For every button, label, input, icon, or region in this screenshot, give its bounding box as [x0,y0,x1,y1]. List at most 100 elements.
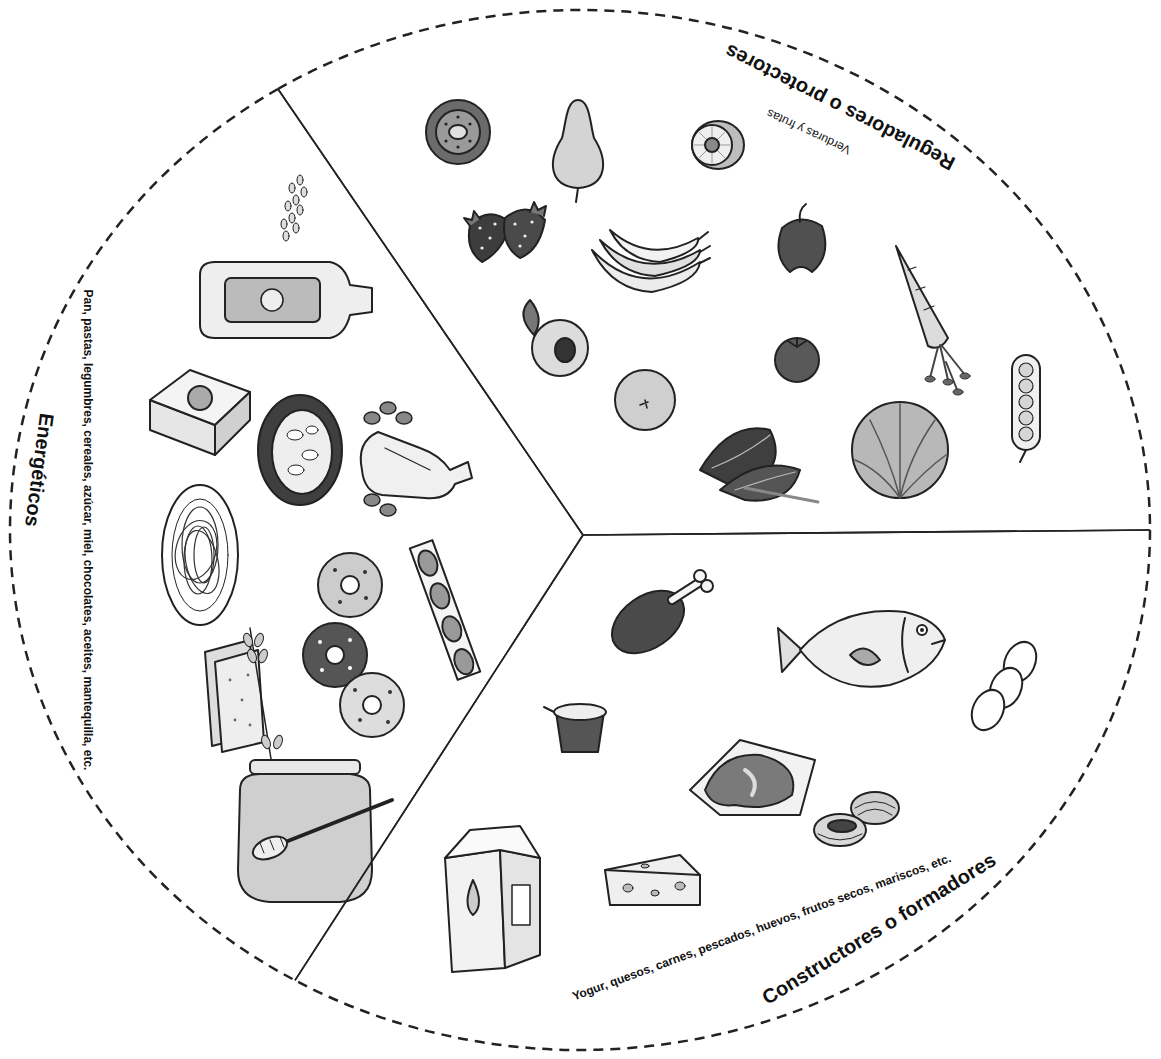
strawberries [504,209,545,258]
pasta-plate [162,485,238,625]
nuts-and-oil [380,402,396,414]
bowl [288,465,304,475]
sector-divider [278,89,583,535]
pasta-plate [172,499,228,611]
donuts [388,690,392,694]
cabbage [855,404,946,498]
clams [818,834,862,840]
donuts [348,666,352,670]
kiwi [456,145,459,148]
bread-and-wheat [229,679,232,682]
strawberries [530,202,546,216]
sector-divider [295,535,583,980]
carrot [908,267,934,310]
kiwi [426,100,490,164]
milk-carton [500,850,540,968]
nuts-and-oil [364,494,380,506]
candies [415,548,441,579]
rice [281,219,287,229]
orange [615,370,675,430]
donuts [338,600,342,604]
rice [297,175,303,185]
carrot [925,376,935,382]
candies [427,581,453,612]
donuts [363,696,381,714]
butter [215,392,250,455]
cheese [641,864,649,868]
nuts-and-oil [364,412,380,424]
pepper [778,204,825,272]
fish [778,611,945,687]
bowl [306,426,318,434]
donuts [341,576,359,594]
strawberries [488,236,491,239]
candies [410,540,480,680]
dashed-rim [295,530,1150,1050]
kiwi [449,125,467,139]
milk-carton [445,826,540,858]
donuts [386,720,390,724]
steak [690,740,815,815]
steak [745,770,755,795]
pasta-plate [180,527,225,596]
candies [410,540,480,680]
steak [705,755,793,807]
peach [523,300,538,335]
donuts [303,553,404,737]
candies [415,548,477,677]
bowl [287,426,318,475]
fish [920,628,924,632]
sector-divider [583,530,1150,535]
food-illustrations [150,100,1042,972]
nuts-and-oil [380,504,396,516]
kiwi [468,139,471,142]
honey-jar [260,837,284,853]
peas-pod [1019,363,1033,377]
cheese [675,882,685,890]
candies [439,613,465,644]
fish [902,618,908,672]
strawberries [493,222,496,225]
kiwi [426,100,490,164]
rice [301,187,307,197]
donuts [364,596,368,600]
oil-bottle [261,289,283,311]
bananas [698,232,710,263]
carrot [896,246,970,395]
carrot [960,373,970,379]
fish [778,628,802,672]
kiwi [456,115,459,118]
donuts [340,673,404,737]
rice [293,195,299,205]
fish [932,640,945,644]
pasta-plate [169,507,224,597]
rice [283,231,289,241]
oil-bottle [200,262,372,338]
donuts [326,646,344,664]
honey-jar [238,760,392,902]
donuts [348,638,352,642]
strawberries [478,226,481,229]
clams [814,814,866,846]
fish [850,649,880,665]
eggs [966,685,1011,736]
donuts [320,668,324,672]
bread-and-wheat [257,648,269,664]
cabbage [852,402,948,498]
rice [285,201,291,211]
peas-pod [1019,427,1033,441]
bowl [258,395,342,505]
lemon-slice [692,125,732,165]
tomato [775,338,819,382]
pepper [800,204,806,222]
cheese [651,890,659,896]
milk-carton [512,885,530,925]
strawberries [518,244,521,247]
rice [289,183,295,193]
peach [555,338,575,362]
dashed-rim [278,10,1150,530]
yogurt [544,707,554,712]
